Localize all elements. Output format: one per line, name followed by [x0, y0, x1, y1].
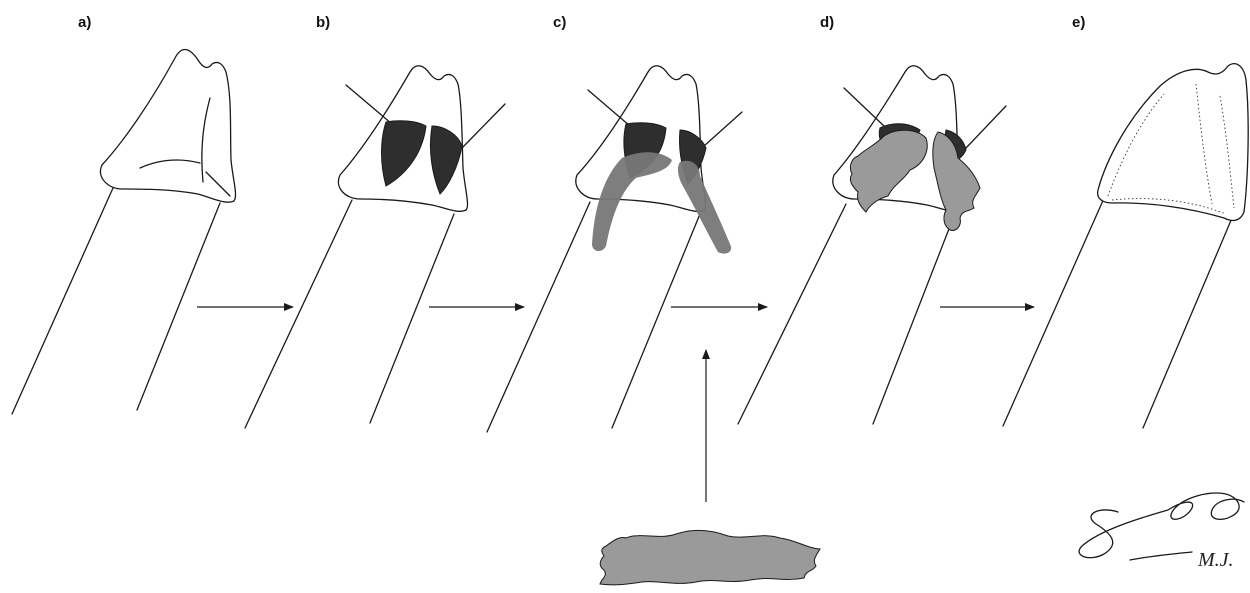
tooth-a-crown	[100, 50, 235, 203]
panel-label-e: e)	[1072, 14, 1085, 31]
tooth-b-root-right	[370, 214, 454, 423]
tooth-d-guide-line-left	[844, 88, 884, 126]
tooth-c-root-left	[487, 202, 590, 432]
panel-label-d: d)	[820, 14, 834, 31]
panel-label-c: c)	[553, 14, 566, 31]
panel-label-b: b)	[316, 14, 330, 31]
tooth-d-guide-line-right	[966, 106, 1006, 148]
filling-material-blob	[600, 530, 820, 584]
tooth-b-guide-line-left	[346, 85, 392, 124]
tooth-c	[487, 66, 742, 432]
tooth-d-root-right	[873, 216, 954, 424]
tooth-b-root-left	[245, 200, 352, 428]
tooth-c-root-right	[612, 214, 700, 428]
tooth-a-root-left	[12, 188, 113, 414]
tooth-e-crown	[1098, 64, 1249, 221]
tooth-b-guide-line-right	[462, 104, 505, 148]
signature-underline	[1130, 552, 1192, 560]
tooth-d-root-left	[738, 204, 846, 424]
signature-scribble	[1079, 493, 1244, 558]
signature-initials: M.J.	[1197, 549, 1234, 571]
tooth-b	[245, 66, 505, 428]
tooth-c-guide-line-left	[588, 90, 630, 126]
tooth-d	[738, 66, 1006, 424]
tooth-a	[12, 50, 236, 414]
tooth-c-guide-line-right	[704, 112, 742, 146]
tooth-e-root-right	[1143, 218, 1232, 428]
tooth-e	[1003, 64, 1248, 428]
author-signature: M.J.	[1079, 493, 1244, 571]
tooth-e-root-left	[1003, 196, 1105, 426]
panel-label-a: a)	[78, 14, 91, 31]
